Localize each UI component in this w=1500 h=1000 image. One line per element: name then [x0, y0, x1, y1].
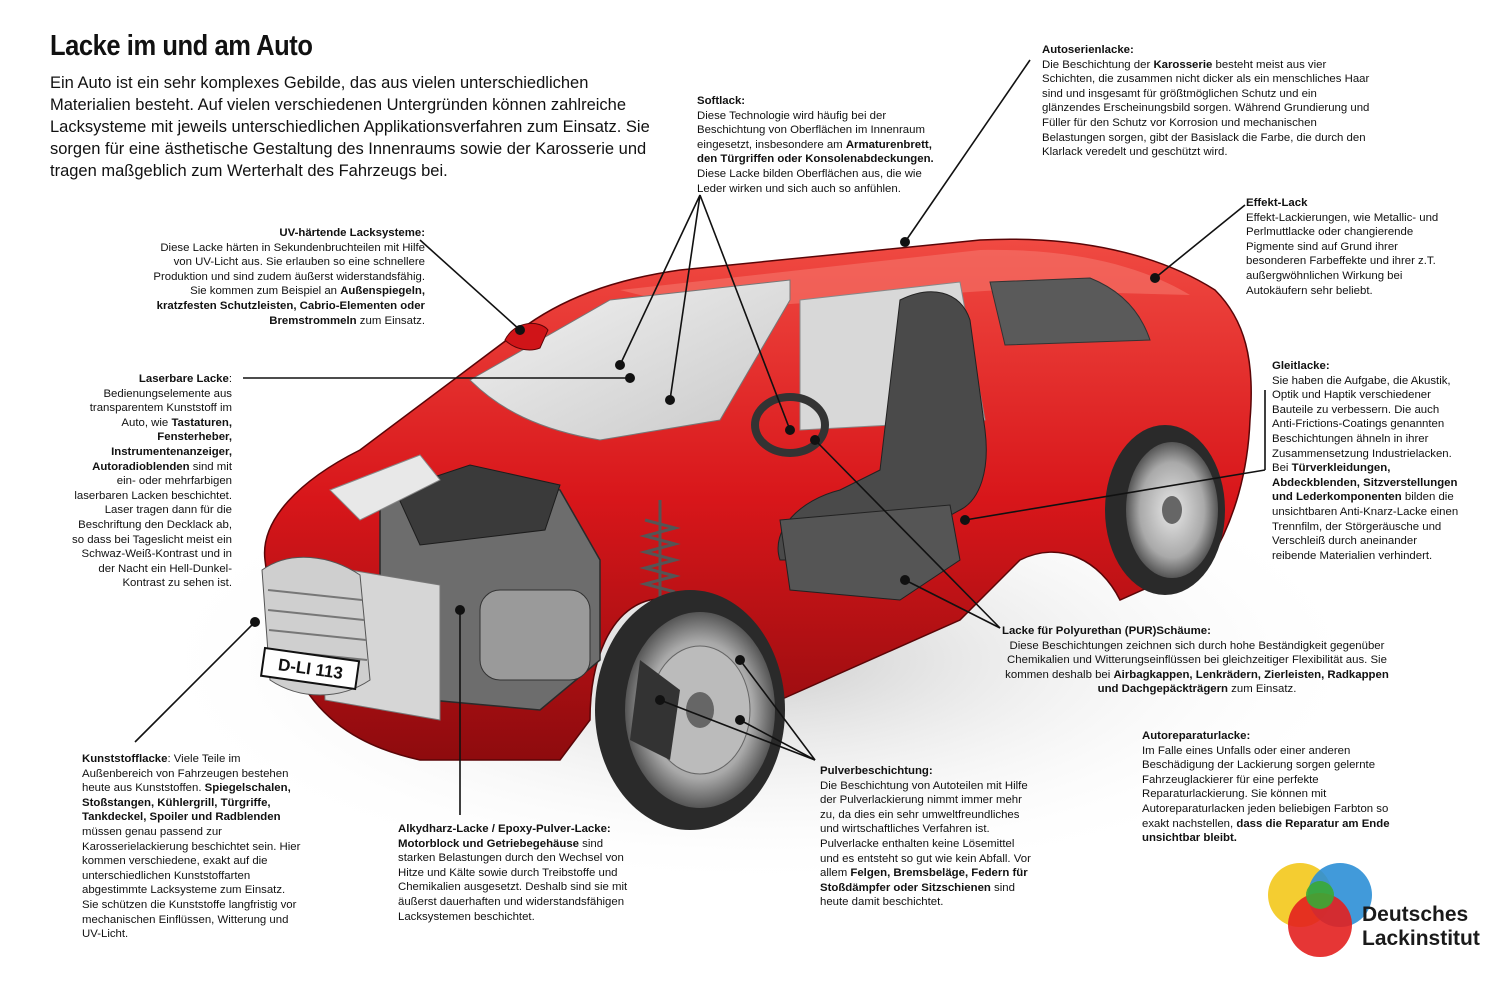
seat	[777, 291, 987, 561]
callout-heading: Laserbare Lacke	[138, 373, 229, 385]
callout-text: Die Beschichtung der	[1042, 58, 1154, 71]
rear-wheel	[1105, 425, 1225, 595]
callout-text: Diese Lacke bilden Oberflächen aus, die …	[697, 167, 922, 195]
callout-text: Die Beschichtung von Autoteilen mit Hilf…	[820, 779, 1031, 880]
windshield	[469, 279, 791, 441]
callout-laserbare-lacke: Laserbare Lacke: Bedienungselemente aus …	[72, 372, 232, 591]
callout-bold: dass die Reparatur am Ende unsichtbar bl…	[1142, 817, 1390, 845]
callout-bold: Armaturenbrett, den Türgriffen oder Kons…	[697, 138, 934, 166]
callout-heading: Alkydharz-Lacke / Epoxy-Pulver-Lacke:	[398, 823, 611, 835]
callout-bold: Airbagkappen, Lenkrädern, Zierleisten, R…	[1097, 668, 1389, 696]
callout-heading: Gleitlacke:	[1272, 360, 1330, 372]
callout-alkydharz: Alkydharz-Lacke / Epoxy-Pulver-Lacke: Mo…	[398, 822, 630, 924]
callout-text: Sie haben die Aufgabe, die Akustik, Opti…	[1272, 374, 1452, 475]
callout-text: bilden die unsichtbaren Anti-Knarz-Lacke…	[1272, 491, 1459, 562]
front-wheel	[595, 590, 785, 830]
callout-effekt-lack: Effekt-Lack Effekt-Lackierungen, wie Met…	[1246, 196, 1446, 298]
callout-heading: Kunststofflacke	[82, 753, 168, 765]
callout-bold: Türverkleidungen, Abdeckblenden, Sitzver…	[1272, 462, 1458, 504]
callout-bold: Felgen, Bremsbeläge, Federn für Stoßdämp…	[820, 867, 1028, 894]
callout-bold: Tastaturen, Fensterheber, Instrumentenan…	[92, 416, 232, 473]
callout-gleitlacke: Gleitlacke: Sie haben die Aufgabe, die A…	[1272, 359, 1462, 563]
gearbox	[479, 589, 591, 681]
callout-heading: UV-härtende Lacksysteme:	[279, 227, 425, 239]
leader-lines	[134, 59, 1266, 815]
callout-text: Diese Lacke härten in Sekundenbruchteile…	[153, 241, 425, 298]
callout-bold: Spiegelschalen, Stoßstangen, Kühlergrill…	[82, 782, 291, 824]
logo-line1: Deutsches	[1362, 903, 1469, 926]
callout-pulverbeschichtung: Pulverbeschichtung: Die Beschichtung von…	[820, 764, 1032, 910]
side-window-rear	[989, 277, 1151, 346]
callout-heading: Autoserienlacke:	[1042, 44, 1134, 56]
callout-uv-haertend: UV-härtende Lacksysteme: Diese Lacke här…	[140, 226, 425, 328]
callout-bold: Motorblock und Getriebegehäuse	[398, 837, 580, 850]
callout-text: : Bedienungselemente aus transparentem K…	[89, 373, 232, 429]
callout-text: müssen genau passend zur Karosserielacki…	[82, 825, 301, 941]
logo-text: Deutsches Lackinstitut	[1362, 903, 1480, 951]
callout-text: besteht meist aus vier Schichten, die zu…	[1042, 58, 1370, 159]
callout-bold: Karosserie	[1153, 58, 1213, 71]
steering-wheel	[751, 393, 829, 457]
callout-heading: Effekt-Lack	[1246, 197, 1308, 209]
callout-kunststofflacke: Kunststofflacke: Viele Teile im Außenber…	[82, 752, 304, 942]
callout-autoserienlacke: Autoserienlacke: Die Beschichtung der Ka…	[1042, 43, 1372, 160]
engine-cover	[394, 464, 561, 546]
callout-text: sind heute damit beschichtet.	[820, 881, 1015, 909]
seat-base	[779, 504, 961, 601]
intro-text: Ein Auto ist ein sehr komplexes Gebilde,…	[50, 74, 650, 180]
logo-line2: Lackinstitut	[1362, 927, 1480, 950]
callout-text: sind mit ein- oder mehrfarbigen laserbar…	[72, 460, 232, 590]
license-plate: D-LI 113	[259, 646, 361, 691]
page-title: Lacke im und am Auto	[50, 30, 313, 62]
callout-text: Diese Beschichtungen zeichnen sich durch…	[1005, 639, 1387, 681]
callout-text: sind starken Belastungen durch den Wechs…	[398, 837, 628, 923]
callout-heading: Softlack:	[697, 95, 746, 107]
callout-text: Diese Technologie wird häufig bei der Be…	[697, 109, 925, 151]
callout-text: zum Einsatz.	[1228, 683, 1297, 696]
callout-text: zum Einsatz.	[356, 314, 425, 327]
callout-heading: Pulverbeschichtung:	[820, 765, 933, 777]
leader-dots	[250, 237, 1160, 725]
callout-softlack: Softlack: Diese Technologie wird häufig …	[697, 94, 942, 196]
callout-autoreparaturlacke: Autoreparaturlacke: Im Falle eines Unfal…	[1142, 729, 1412, 846]
headlight	[329, 454, 441, 521]
callout-bold: Außenspiegeln, kratzfesten Schutzleisten…	[156, 285, 425, 327]
callout-heading: Autoreparaturlacke:	[1142, 730, 1251, 742]
callout-text: Im Falle eines Unfalls oder einer andere…	[1142, 744, 1389, 830]
callout-text: : Viele Teile im Außenbereich von Fahrze…	[82, 753, 289, 795]
logo-mark	[1268, 863, 1372, 957]
callout-pur-schaeume: Lacke für Polyurethan (PUR)Schäume: Dies…	[1002, 624, 1392, 697]
callout-heading: Lacke für Polyurethan (PUR)Schäume:	[1002, 625, 1211, 637]
callout-text: Effekt-Lackierungen, wie Metallic- und P…	[1246, 211, 1439, 297]
